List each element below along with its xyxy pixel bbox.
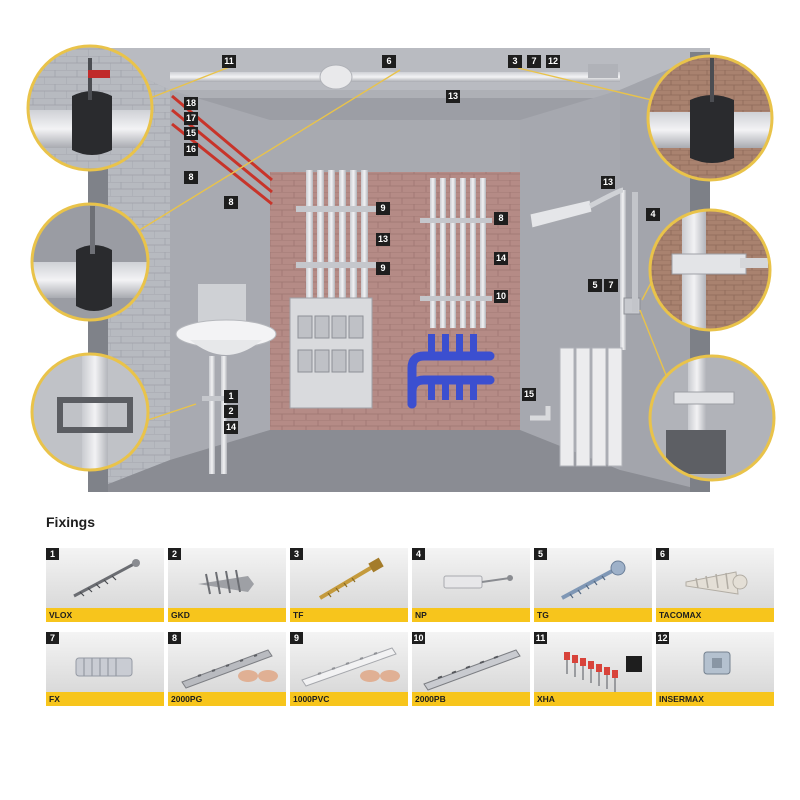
scene-label-18: 18 bbox=[184, 97, 198, 110]
fixing-name: GKD bbox=[171, 610, 190, 620]
fixing-card-1000pvc: 9 1000PVC bbox=[290, 632, 408, 706]
scene-label-13: 13 bbox=[601, 176, 615, 189]
fixing-number: 7 bbox=[46, 632, 59, 644]
scene-label-15: 15 bbox=[522, 388, 536, 401]
fixing-name: TG bbox=[537, 610, 549, 620]
scene-label-9: 9 bbox=[376, 262, 390, 275]
scene-label-7: 7 bbox=[527, 55, 541, 68]
steel-rail-icon bbox=[423, 649, 521, 691]
fixing-name-bar bbox=[534, 692, 652, 706]
gold-screw-icon bbox=[318, 557, 384, 600]
nail-strip-icon bbox=[564, 652, 642, 692]
pan-head-screw-icon bbox=[561, 560, 626, 600]
detail-circle-clip-threaded-rod bbox=[30, 202, 150, 322]
fixings-title: Fixings bbox=[46, 514, 96, 530]
scene-label-11: 11 bbox=[222, 55, 236, 68]
fixing-name: XHA bbox=[537, 694, 555, 704]
wood-screw-icon bbox=[73, 559, 140, 598]
nail-plug-icon bbox=[443, 575, 513, 589]
fixing-name-bar bbox=[412, 692, 530, 706]
detail-circle-conduit-clip bbox=[648, 208, 772, 332]
scene-label-5: 5 bbox=[588, 279, 602, 292]
detail-circle-clip-ceiling-right bbox=[646, 54, 774, 182]
detail-circle-clip-ceiling-left bbox=[26, 44, 154, 172]
fixing-number: 2 bbox=[168, 548, 181, 560]
fixing-card-2000pb: 10 2000PB bbox=[412, 632, 530, 706]
plastic-anchor-icon bbox=[685, 571, 748, 595]
scene-label-14: 14 bbox=[224, 421, 238, 434]
fixing-name-bar bbox=[290, 692, 408, 706]
fixing-name-bar bbox=[168, 692, 286, 706]
fixing-name: 2000PB bbox=[415, 694, 446, 704]
fixing-number: 6 bbox=[656, 548, 669, 560]
metal-rail-icon bbox=[181, 649, 278, 689]
scene-label-16: 16 bbox=[184, 143, 198, 156]
scene-label-8: 8 bbox=[184, 171, 198, 184]
pvc-rail-icon bbox=[301, 647, 400, 687]
fixing-name: TACOMAX bbox=[659, 610, 702, 620]
detail-circle-clip-wall-pipe bbox=[30, 352, 150, 472]
detail-circle-conduit-box bbox=[648, 354, 776, 482]
fixing-name: VLOX bbox=[49, 610, 73, 620]
scene-label-14: 14 bbox=[494, 252, 508, 265]
scene-label-1: 1 bbox=[224, 390, 238, 403]
fixing-name-bar bbox=[46, 608, 164, 622]
fixing-name-bar bbox=[656, 692, 774, 706]
scene-label-8: 8 bbox=[494, 212, 508, 225]
scene-label-9: 9 bbox=[376, 202, 390, 215]
fixing-name-bar bbox=[168, 608, 286, 622]
fixing-name-bar bbox=[290, 608, 408, 622]
drywall-anchor-icon bbox=[198, 569, 254, 595]
scene-label-13: 13 bbox=[376, 233, 390, 246]
fixing-name: NP bbox=[415, 610, 427, 620]
scene-label-3: 3 bbox=[508, 55, 522, 68]
scene-label-2: 2 bbox=[224, 405, 238, 418]
scene-label-15: 15 bbox=[184, 127, 198, 140]
cage-nut-icon bbox=[703, 651, 731, 675]
fixing-number: 11 bbox=[534, 632, 547, 644]
scene-label-7: 7 bbox=[604, 279, 618, 292]
fixing-name: TF bbox=[293, 610, 304, 620]
fixing-name-bar bbox=[656, 608, 774, 622]
scene-label-8: 8 bbox=[224, 196, 238, 209]
fixing-name-bar bbox=[46, 692, 164, 706]
scene-label-17: 17 bbox=[184, 112, 198, 125]
scene-label-13: 13 bbox=[446, 90, 460, 103]
fixing-name: INSERMAX bbox=[659, 694, 704, 704]
scene-label-4: 4 bbox=[646, 208, 660, 221]
fixing-name: 1000PVC bbox=[293, 694, 330, 704]
scene-label-6: 6 bbox=[382, 55, 396, 68]
installation-room-illustration bbox=[26, 44, 776, 492]
fixing-number: 10 bbox=[412, 632, 425, 644]
fixing-name: FX bbox=[49, 694, 60, 704]
fixing-number: 1 bbox=[46, 548, 59, 560]
scene-label-10: 10 bbox=[494, 290, 508, 303]
fixing-number: 5 bbox=[534, 548, 547, 560]
fixing-number: 3 bbox=[290, 548, 303, 560]
scene-label-12: 12 bbox=[546, 55, 560, 68]
fixing-number: 9 bbox=[290, 632, 303, 644]
fixing-name-bar bbox=[412, 608, 530, 622]
fixing-number: 4 bbox=[412, 548, 425, 560]
fixing-card-2000pg: 8 2000PG bbox=[168, 632, 286, 706]
fixing-number: 8 bbox=[168, 632, 181, 644]
fixing-name: 2000PG bbox=[171, 694, 203, 704]
wall-plug-icon bbox=[75, 657, 133, 677]
fixing-name-bar bbox=[534, 608, 652, 622]
fixing-number: 12 bbox=[656, 632, 669, 644]
